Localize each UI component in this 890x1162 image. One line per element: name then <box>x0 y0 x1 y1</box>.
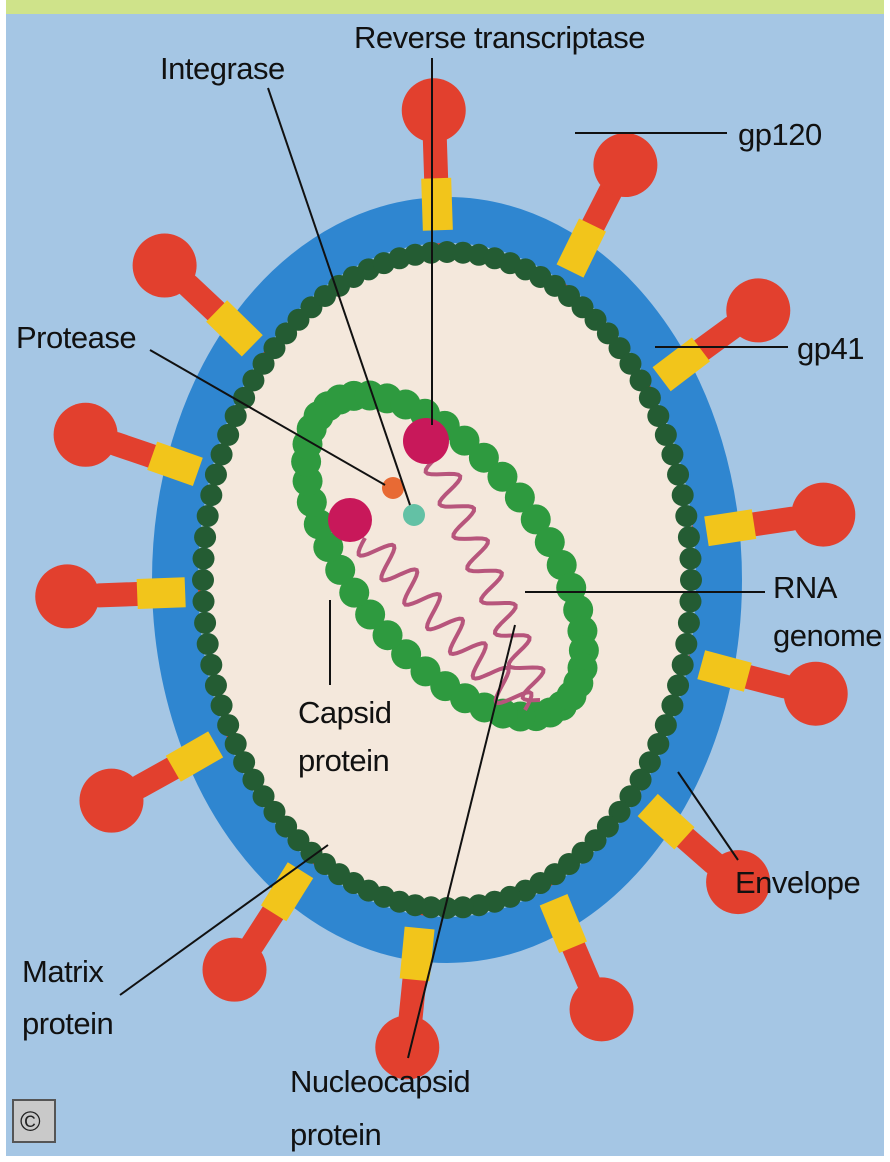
matrix-bead <box>205 674 227 696</box>
matrix-bead <box>672 484 694 506</box>
gp120-head <box>79 769 143 833</box>
gp120-head <box>593 133 657 197</box>
label-reverse-transcriptase: Reverse transcriptase <box>354 20 645 55</box>
copyright-symbol: © <box>20 1106 41 1137</box>
reverse-transcriptase-2 <box>328 498 372 542</box>
gp41-band <box>570 225 593 271</box>
matrix-bead <box>647 405 669 427</box>
gp120-head <box>402 78 466 142</box>
gp120-head <box>35 564 99 628</box>
matrix-bead <box>672 654 694 676</box>
matrix-bead <box>194 612 216 634</box>
matrix-bead <box>667 674 689 696</box>
label-matrix-line1: Matrix <box>22 954 104 989</box>
matrix-bead <box>661 443 683 465</box>
matrix-bead <box>211 695 233 717</box>
gp41-band <box>152 456 198 472</box>
matrix-bead <box>193 548 215 570</box>
label-capsid-line1: Capsid <box>298 695 392 730</box>
label-envelope: Envelope <box>735 865 860 900</box>
matrix-bead <box>678 612 700 634</box>
matrix-bead <box>193 590 215 612</box>
gp120-head <box>784 662 848 726</box>
capsid-bead <box>556 681 586 711</box>
top-bar <box>6 0 884 14</box>
matrix-bead <box>678 526 700 548</box>
matrix-bead <box>675 505 697 527</box>
matrix-bead <box>679 548 701 570</box>
matrix-bead <box>655 714 677 736</box>
gp41-band <box>173 744 215 768</box>
matrix-bead <box>667 464 689 486</box>
label-integrase: Integrase <box>160 51 285 86</box>
label-nucleocapsid-line1: Nucleocapsid <box>290 1064 470 1099</box>
gp41-band <box>554 900 574 948</box>
reverse-transcriptase-1 <box>403 418 449 464</box>
label-capsid-line2: protein <box>298 743 389 778</box>
gp120-head <box>726 278 790 342</box>
label-rna-line1: RNA <box>773 570 838 605</box>
matrix-bead <box>679 590 701 612</box>
gp120-head <box>203 938 267 1002</box>
label-nucleocapsid-line2: protein <box>290 1117 381 1152</box>
matrix-bead <box>655 424 677 446</box>
matrix-bead <box>194 526 216 548</box>
matrix-bead <box>225 733 247 755</box>
matrix-bead <box>205 464 227 486</box>
matrix-bead <box>200 654 222 676</box>
label-gp120: gp120 <box>738 117 822 152</box>
label-rna-line2: genome <box>773 618 882 653</box>
matrix-bead <box>680 569 702 591</box>
matrix-bead <box>217 714 239 736</box>
matrix-bead <box>197 505 219 527</box>
integrase-enzyme <box>403 504 425 526</box>
gp41-band <box>701 665 748 678</box>
gp120-head <box>570 977 634 1041</box>
gp41-band <box>415 928 420 980</box>
label-matrix-line2: protein <box>22 1006 113 1041</box>
matrix-bead <box>675 633 697 655</box>
matrix-bead <box>197 633 219 655</box>
gp120-head <box>791 483 855 547</box>
gp41-band <box>137 592 185 594</box>
matrix-bead <box>217 424 239 446</box>
gp41-band <box>706 524 754 531</box>
label-gp41: gp41 <box>797 331 864 366</box>
gp120-head <box>54 403 118 467</box>
gp41-band <box>436 178 438 230</box>
matrix-bead <box>661 695 683 717</box>
matrix-bead <box>211 443 233 465</box>
label-protease: Protease <box>16 320 136 355</box>
gp120-head <box>133 234 197 298</box>
matrix-bead <box>192 569 214 591</box>
matrix-bead <box>200 484 222 506</box>
